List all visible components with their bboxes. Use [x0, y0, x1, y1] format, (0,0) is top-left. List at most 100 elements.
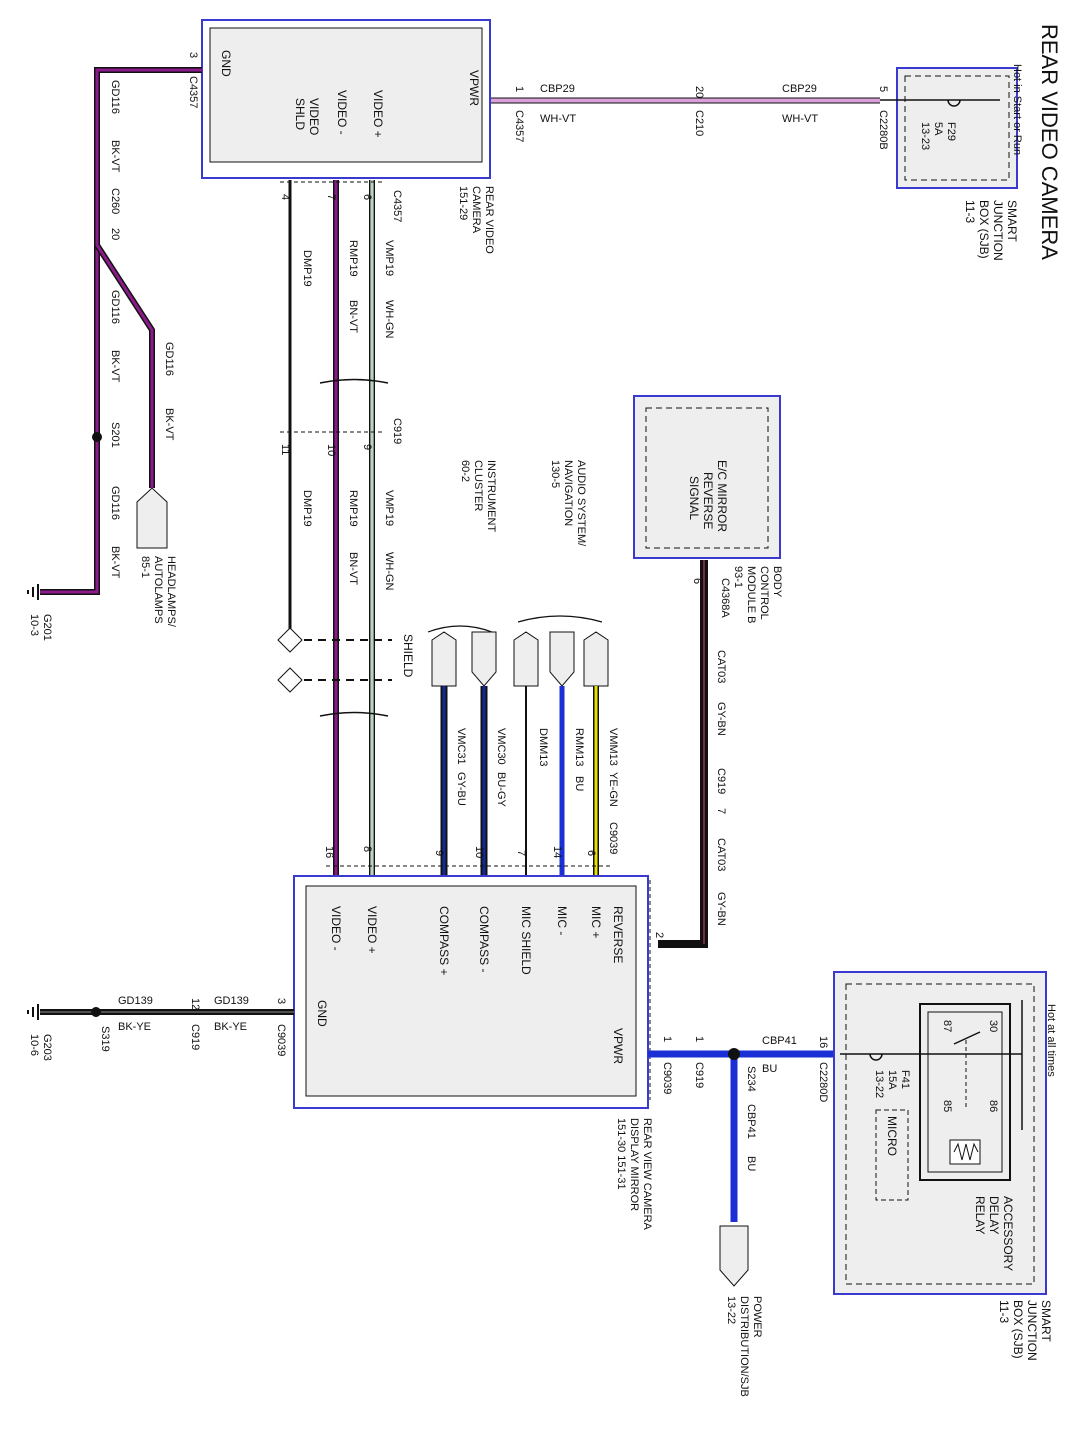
gd139-color-1: BK-YE: [118, 1021, 151, 1033]
bottom-fuse-id: F41: [899, 1070, 911, 1089]
pdb-ref-line: POWER: [751, 1296, 763, 1338]
bcm-name-line: BODY: [771, 566, 783, 598]
mirror-pin-gnd: GND: [315, 1000, 329, 1027]
c919-gnd-connector: C919: [189, 1024, 201, 1050]
cam-gnd-pin: 3: [187, 52, 199, 58]
bottom-fuse-symbol: [869, 1053, 883, 1061]
gd116-circuit-2: GD116: [109, 290, 121, 324]
gd116-color-3: BK-VT: [163, 408, 175, 441]
c919-bcm-connector: C919: [715, 768, 727, 794]
cam-pin-vpwr: VPWR: [467, 70, 481, 106]
vmc30-circuit: VMC30: [495, 728, 507, 765]
bcm-name-line: MODULE B: [745, 566, 757, 623]
mirror-name-line: DISPLAY MIRROR: [628, 1118, 640, 1211]
instrument-ref-line: INSTRUMENT: [485, 460, 497, 532]
dmp19-label-1: DMP19: [301, 250, 313, 287]
cam-gnd-connector: C4357: [187, 76, 199, 108]
cbp41-color-2: BU: [745, 1156, 757, 1171]
relay-name-line: ACCESSORY: [1001, 1196, 1015, 1271]
bcm-signal-line: REVERSE: [701, 472, 715, 529]
rmp19-color-2: BN-VT: [347, 552, 359, 585]
top-sjb-name: SMART JUNCTION BOX (SJB) 11-3: [963, 200, 1019, 261]
wire-gd116: [40, 67, 202, 595]
bottom-fuse-rating: 15A: [886, 1070, 898, 1090]
relay-switch: [953, 1031, 981, 1045]
mirror-pin-video-plus: VIDEO +: [365, 906, 379, 954]
headlamps-connector: [136, 487, 168, 549]
cat03-circuit-1: CAT03: [715, 650, 727, 683]
c919-power-pin: 1: [693, 1036, 705, 1042]
diagram-title: REAR VIDEO CAMERA: [1037, 24, 1062, 260]
c919-bcm-pin: 7: [715, 808, 727, 814]
cam-pin-gnd: GND: [219, 50, 233, 77]
mirror-pin-7: 7: [515, 850, 527, 856]
mirror-pin-compass-minus: COMPASS -: [477, 906, 491, 972]
vmc31-circuit: VMC31: [455, 728, 467, 765]
headlamps-ref-line: AUTOLAMPS: [152, 556, 164, 624]
mirror-name-line: 151-30 151-31: [615, 1118, 627, 1190]
bcm-name-line: CONTROL: [758, 566, 770, 620]
c210-pin: 20: [693, 86, 705, 98]
bottom-sjb-name-line: SMART: [1039, 1300, 1053, 1342]
vmp19-label-2: VMP19: [383, 490, 395, 526]
top-sjb-name-line: JUNCTION: [991, 200, 1005, 261]
c210-connector: C210: [693, 110, 705, 136]
micro-label: MICRO: [885, 1116, 899, 1156]
micro-box: [875, 1109, 909, 1201]
top-sjb-name-line: SMART: [1005, 200, 1019, 242]
ground-g201-symbol: [27, 584, 39, 600]
top-fuse-ref: 13-23: [919, 122, 931, 150]
rmm13-color: BU: [573, 776, 585, 791]
splice-s234: [728, 1048, 740, 1060]
audio-ref-line: AUDIO SYSTEM/: [575, 460, 587, 547]
s234-label: S234: [745, 1066, 757, 1092]
headlamps-ref-line: 85-1: [139, 556, 151, 578]
s319-label: S319: [99, 1026, 111, 1052]
cbp41-circuit-1: CBP41: [762, 1035, 797, 1047]
rmp19-color-1: BN-VT: [347, 300, 359, 333]
pdb-ref-line: DISTRIBUTION/SJB: [738, 1296, 750, 1397]
gd139-circuit-2: GD139: [214, 995, 249, 1007]
top-sjb-hot-note: Hot in Start or Run: [1011, 64, 1023, 155]
bcm-inner: [645, 407, 769, 549]
c919-power-connector: C919: [693, 1062, 705, 1088]
relay-coil-winding: [953, 1142, 979, 1161]
sjb-bottom-connector: C2280D: [817, 1062, 829, 1102]
rmp19-label-2: RMP19: [347, 490, 359, 527]
cat03-color-1: GY-BN: [715, 702, 727, 736]
cam-pin-video-shld-1: VIDEO: [307, 98, 321, 135]
top-sjb-dashed: [904, 75, 1010, 181]
top-sjb-box: [896, 67, 1018, 189]
mirror-vpwr-connector: C9039: [661, 1062, 673, 1094]
bcm-connector: C4368A: [719, 578, 731, 618]
mirror-pin-16: 16: [323, 846, 335, 858]
cbp29-color-1: WH-VT: [540, 113, 576, 125]
cbp29-circuit-1: CBP29: [540, 83, 575, 95]
bottom-sjb-name-line: 11-3: [997, 1300, 1011, 1323]
c919-pin-9: 9: [361, 444, 373, 450]
relay-box: [919, 1003, 1011, 1181]
wire-cbp29: [482, 97, 880, 104]
instrument-cluster-ref: INSTRUMENT CLUSTER 60-2: [459, 460, 497, 532]
audio-ref-line: NAVIGATION: [562, 460, 574, 526]
mirror-pin-mic-shield: MIC SHIELD: [519, 906, 533, 975]
top-fuse-id: F29: [945, 122, 957, 141]
cbp29-circuit-2: CBP29: [782, 83, 817, 95]
cam-sig-pin-6: 6: [361, 194, 373, 200]
cbp29-color-2: WH-VT: [782, 113, 818, 125]
sjb-bottom-pin: 16: [817, 1036, 829, 1048]
bcm-signal-line: SIGNAL: [687, 476, 701, 520]
bottom-fuse-ref: 13-22: [873, 1070, 885, 1098]
cam-sig-pin-7: 7: [325, 194, 337, 200]
mirror-gnd-pin: 3: [275, 998, 287, 1004]
rear-camera-name-line: CAMERA: [470, 186, 482, 234]
gd139-color-2: BK-YE: [214, 1021, 247, 1033]
bcm-name: BODY CONTROL MODULE B 93-1: [732, 566, 783, 623]
wire-cbp41: [648, 1050, 840, 1222]
mirror-name-line: REAR VIEW CAMERA: [641, 1118, 653, 1231]
bottom-sjb-hot-note: Hot at all times: [1045, 1004, 1057, 1077]
mirror-pin-mic-minus: MIC -: [555, 906, 569, 935]
mirror-connector-label: C9039: [607, 822, 619, 854]
c260-connector: C260: [109, 188, 121, 214]
